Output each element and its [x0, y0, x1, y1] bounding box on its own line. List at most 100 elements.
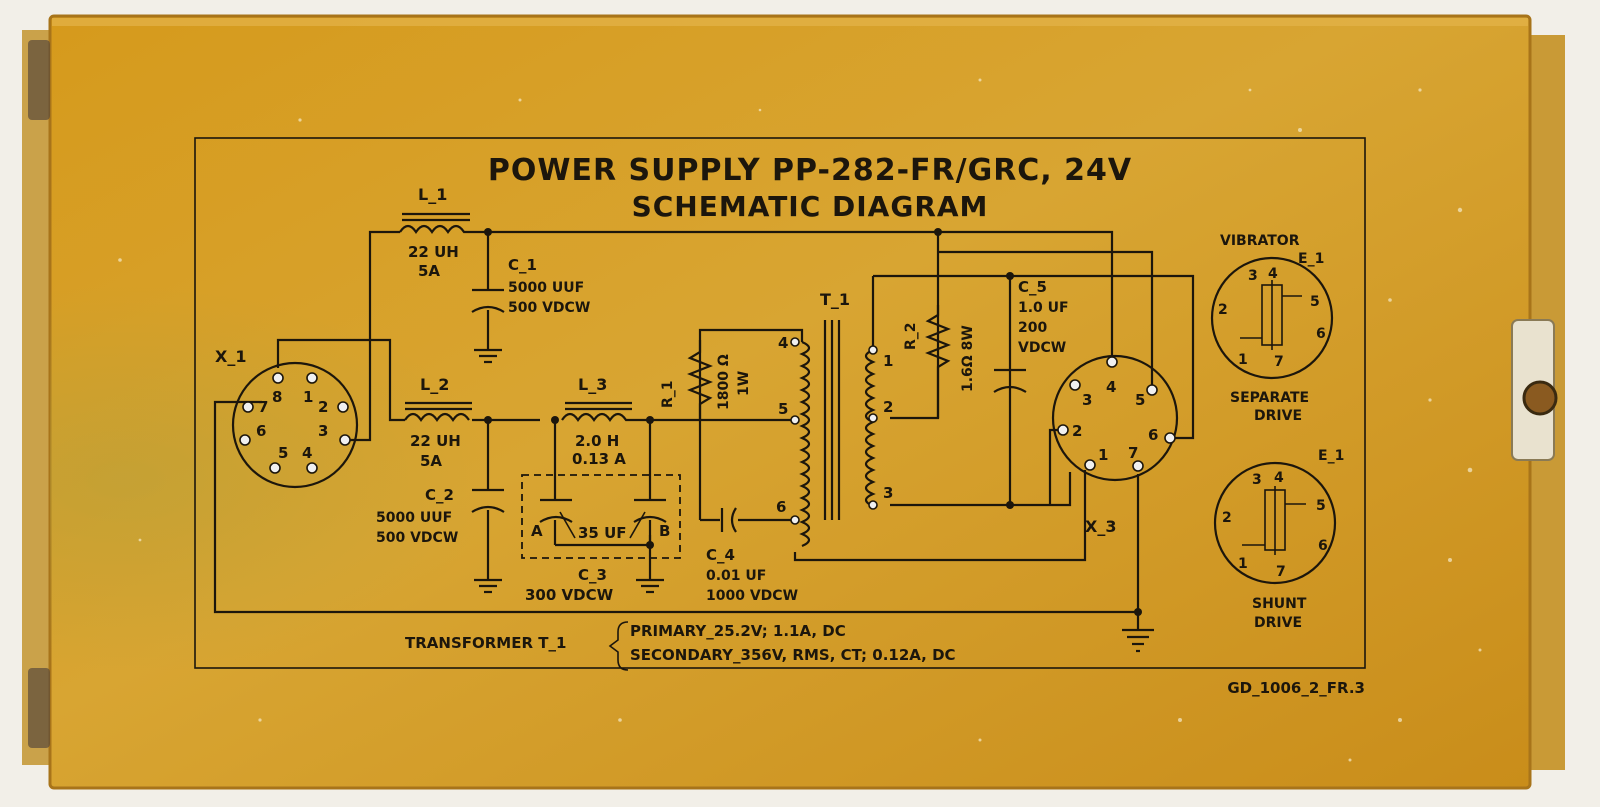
x1-pin-7: 7	[258, 398, 268, 416]
c5-value: 1.0 UF	[1018, 300, 1069, 316]
c5-rating2: VDCW	[1018, 340, 1066, 356]
socket-x3: X_3 4 3 5 2 6 1 7	[1051, 354, 1179, 536]
r2-value: 1.6Ω 8W	[960, 325, 976, 392]
vibrator-ref: E_1	[1298, 251, 1324, 267]
shunt-pin-3: 3	[1252, 472, 1262, 488]
diagram-title: POWER SUPPLY PP-282-FR/GRC, 24V	[488, 153, 1132, 188]
transformer-note-label: TRANSFORMER T_1	[405, 634, 566, 652]
resistor-r2: R_2 1.6Ω 8W	[903, 305, 976, 418]
separate-label2: DRIVE	[1254, 408, 1302, 424]
c3-section-a: A	[531, 522, 543, 540]
c4-value: 0.01 UF	[706, 568, 766, 584]
wiring	[213, 230, 1195, 630]
shunt-pin-2: 2	[1222, 510, 1232, 526]
r1-value: 1800 Ω	[716, 354, 732, 410]
shunt-label2: DRIVE	[1254, 615, 1302, 631]
resistor-r1: R_1 1800 Ω 1W	[660, 340, 752, 420]
capacitor-c2: C_2 5000 UUF 500 VDCW	[376, 486, 505, 594]
sep-pin-6: 6	[1316, 326, 1326, 342]
t1-pin-5: 5	[778, 400, 788, 418]
junctions	[484, 228, 1142, 616]
c1-value: 5000 UUF	[508, 280, 584, 296]
l3-value: 2.0 H	[575, 432, 619, 450]
inductor-l3: L_3 2.0 H 0.13 A	[561, 375, 632, 468]
r1-ref: R_1	[660, 380, 676, 408]
x3-pin-4: 4	[1106, 378, 1116, 396]
x3-label: X_3	[1085, 517, 1116, 536]
x3-pin-1: 1	[1098, 446, 1108, 464]
shunt-pin-6: 6	[1318, 538, 1328, 554]
c3-rating: 300 VDCW	[525, 586, 614, 604]
x1-pin-4: 4	[302, 444, 312, 462]
t1-pin-6: 6	[776, 498, 786, 516]
capacitor-c1: C_1 5000 UUF 500 VDCW	[471, 256, 590, 364]
l2-value: 22 UH	[410, 432, 461, 450]
vibrator-label: VIBRATOR	[1220, 233, 1300, 249]
transformer-primary: PRIMARY_25.2V; 1.1A, DC	[630, 622, 846, 640]
socket-x1: X_1 8 1 7 2 6 3 5 4	[215, 347, 359, 489]
diagram-subtitle: SCHEMATIC DIAGRAM	[632, 190, 989, 223]
x3-pin-5: 5	[1135, 391, 1145, 409]
r1-rating: 1W	[736, 371, 752, 396]
transformer-secondary: SECONDARY_356V, RMS, CT; 0.12A, DC	[630, 646, 956, 664]
transformer-t1: T_1 4 5 6 1 2 3	[776, 290, 893, 548]
sep-pin-2: 2	[1218, 302, 1228, 318]
diagram-border	[194, 137, 1366, 669]
sep-pin-5: 5	[1310, 294, 1320, 310]
l3-rating: 0.13 A	[572, 450, 626, 468]
shunt-pin-5: 5	[1316, 498, 1326, 514]
c2-value: 5000 UUF	[376, 510, 452, 526]
capacitor-c4: C_4 0.01 UF 1000 VDCW	[706, 507, 798, 604]
l1-value: 22 UH	[408, 243, 459, 261]
c3-section-b: B	[659, 522, 670, 540]
sep-pin-4: 4	[1268, 266, 1278, 282]
r2-ref: R_2	[903, 322, 919, 350]
inductor-l2: L_2 22 UH 5A	[404, 375, 472, 470]
t1-pin-3: 3	[883, 484, 893, 502]
x3-pin-3: 3	[1082, 391, 1092, 409]
c2-ref: C_2	[425, 486, 454, 504]
shunt-ref: E_1	[1318, 448, 1344, 464]
t1-pin-1: 1	[883, 352, 893, 370]
l3-ref: L_3	[578, 375, 607, 394]
separate-label1: SEPARATE	[1230, 390, 1309, 406]
l2-rating: 5A	[420, 452, 442, 470]
c5-rating1: 200	[1018, 320, 1047, 336]
x1-pin-8: 8	[272, 388, 282, 406]
c4-rating: 1000 VDCW	[706, 588, 798, 604]
t1-pin-2: 2	[883, 398, 893, 416]
shunt-label1: SHUNT	[1252, 596, 1307, 612]
ground-symbol	[1122, 628, 1154, 653]
c2-rating: 500 VDCW	[376, 530, 458, 546]
vibrator-separate-drive: 3 4 5 2 6 1 7 SEPARATE DRIVE	[1210, 256, 1334, 424]
transformer-note: TRANSFORMER T_1 PRIMARY_25.2V; 1.1A, DC …	[405, 621, 956, 671]
paint-speckles	[118, 78, 1482, 762]
x1-pin-6: 6	[256, 422, 266, 440]
inductor-l1: L_1 22 UH 5A	[399, 185, 472, 280]
x1-pin-1: 1	[303, 388, 313, 406]
c5-ref: C_5	[1018, 278, 1047, 296]
sep-pin-1: 1	[1238, 352, 1248, 368]
c1-rating: 500 VDCW	[508, 300, 590, 316]
sep-pin-3: 3	[1248, 268, 1258, 284]
x3-pin-2: 2	[1072, 422, 1082, 440]
x3-pin-7: 7	[1128, 444, 1138, 462]
x1-pin-2: 2	[318, 398, 328, 416]
sep-pin-7: 7	[1274, 354, 1284, 370]
x1-pin-3: 3	[318, 422, 328, 440]
capacitor-c5: C_5 1.0 UF 200 VDCW	[993, 278, 1069, 393]
l2-ref: L_2	[420, 375, 449, 394]
c4-ref: C_4	[706, 546, 735, 564]
t1-ref: T_1	[820, 290, 850, 309]
c3-value: 35 UF	[578, 524, 627, 542]
l1-rating: 5A	[418, 262, 440, 280]
x3-pin-6: 6	[1148, 426, 1158, 444]
c1-ref: C_1	[508, 256, 537, 274]
vibrator-shunt-drive: E_1 3 4 5 2 6 1 7 SHUNT DRIVE	[1213, 448, 1344, 631]
shunt-pin-1: 1	[1238, 556, 1248, 572]
shunt-pin-7: 7	[1276, 564, 1286, 580]
drawing-number: GD_1006_2_FR.3	[1227, 679, 1365, 697]
capacitor-c3: A B 35 UF C_3 300 VDCW	[521, 474, 681, 604]
